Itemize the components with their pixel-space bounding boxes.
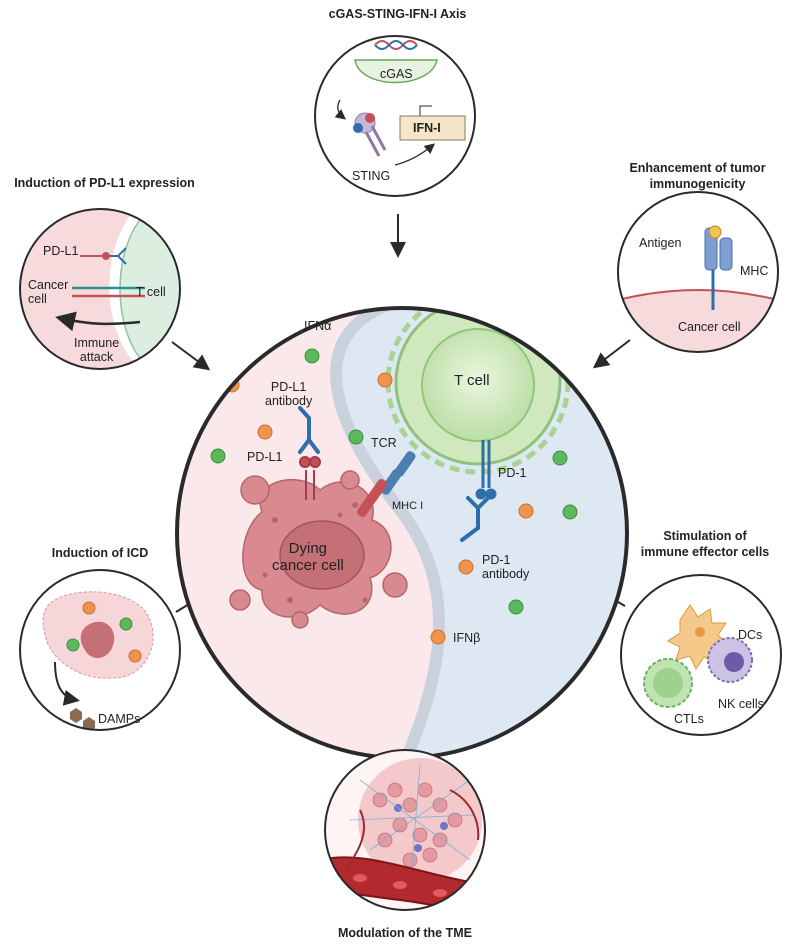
sting-label: STING — [352, 169, 391, 183]
dcs-label: DCs — [738, 628, 763, 642]
pdl1-panel-attack-label: Immune attack — [74, 336, 120, 364]
pd1-label: PD-1 — [498, 466, 527, 480]
cgas-label: cGAS — [380, 67, 413, 81]
pd1-antibody — [460, 496, 490, 542]
pdl1-antibody-label: PD-L1 antibody — [265, 380, 313, 408]
immuno-cancer-label: Cancer cell — [678, 320, 741, 334]
cancer-nucleus — [279, 520, 365, 590]
pdl1-receptor — [299, 456, 321, 500]
pdl1-panel-title: Induction of PD-L1 expression — [14, 176, 195, 190]
ctls-label: CTLs — [674, 712, 704, 726]
pd1-antibody-label: PD-1 antibody — [482, 553, 530, 581]
pdl1-antibody — [298, 406, 320, 454]
immunogenicity-panel-graphic — [618, 192, 778, 352]
pdl1-panel-pdl1-label: PD-L1 — [43, 244, 79, 258]
effector-panel-title: Stimulation of immune effector cells — [640, 529, 770, 559]
pdl1-panel-graphic — [20, 209, 180, 369]
tcr-label: TCR — [371, 436, 397, 450]
pdl1-panel-cancer-label: Cancer cell — [28, 278, 69, 306]
central-panel — [177, 308, 627, 758]
mhc1-label: MHC I — [392, 500, 424, 512]
ifna-label: IFNα — [304, 319, 332, 333]
icd-panel-graphic — [20, 570, 180, 730]
effector-panel-graphic — [621, 575, 781, 735]
pdl1-label: PD-L1 — [247, 450, 283, 464]
nk-cells-label: NK cells — [718, 697, 764, 711]
pd1-receptor — [475, 440, 497, 500]
tcr-mhc-complex — [357, 451, 416, 517]
tme-panel-title: Modulation of the TME — [337, 926, 472, 940]
pdl1-panel-tcell-label: T cell — [136, 285, 166, 299]
dying-cell-label: Dying cancer cell — [272, 540, 344, 574]
antigen-label: Antigen — [639, 236, 682, 250]
cancer-granules — [262, 502, 368, 603]
damps-label: DAMPs — [98, 712, 141, 726]
ifnb-label: IFNβ — [453, 631, 481, 645]
immunogenicity-panel-title: Enhancement of tumor immunogenicity — [629, 161, 766, 191]
cgas-panel-graphic — [315, 36, 475, 196]
mhc-label: MHC — [740, 264, 769, 278]
tcell-label: T cell — [454, 372, 490, 389]
tme-panel-graphic — [325, 750, 485, 910]
cgas-panel-title: cGAS-STING-IFN-I Axis — [328, 7, 467, 21]
icd-panel-title: Induction of ICD — [51, 546, 149, 560]
ifn-i-label: IFN-I — [413, 121, 441, 135]
